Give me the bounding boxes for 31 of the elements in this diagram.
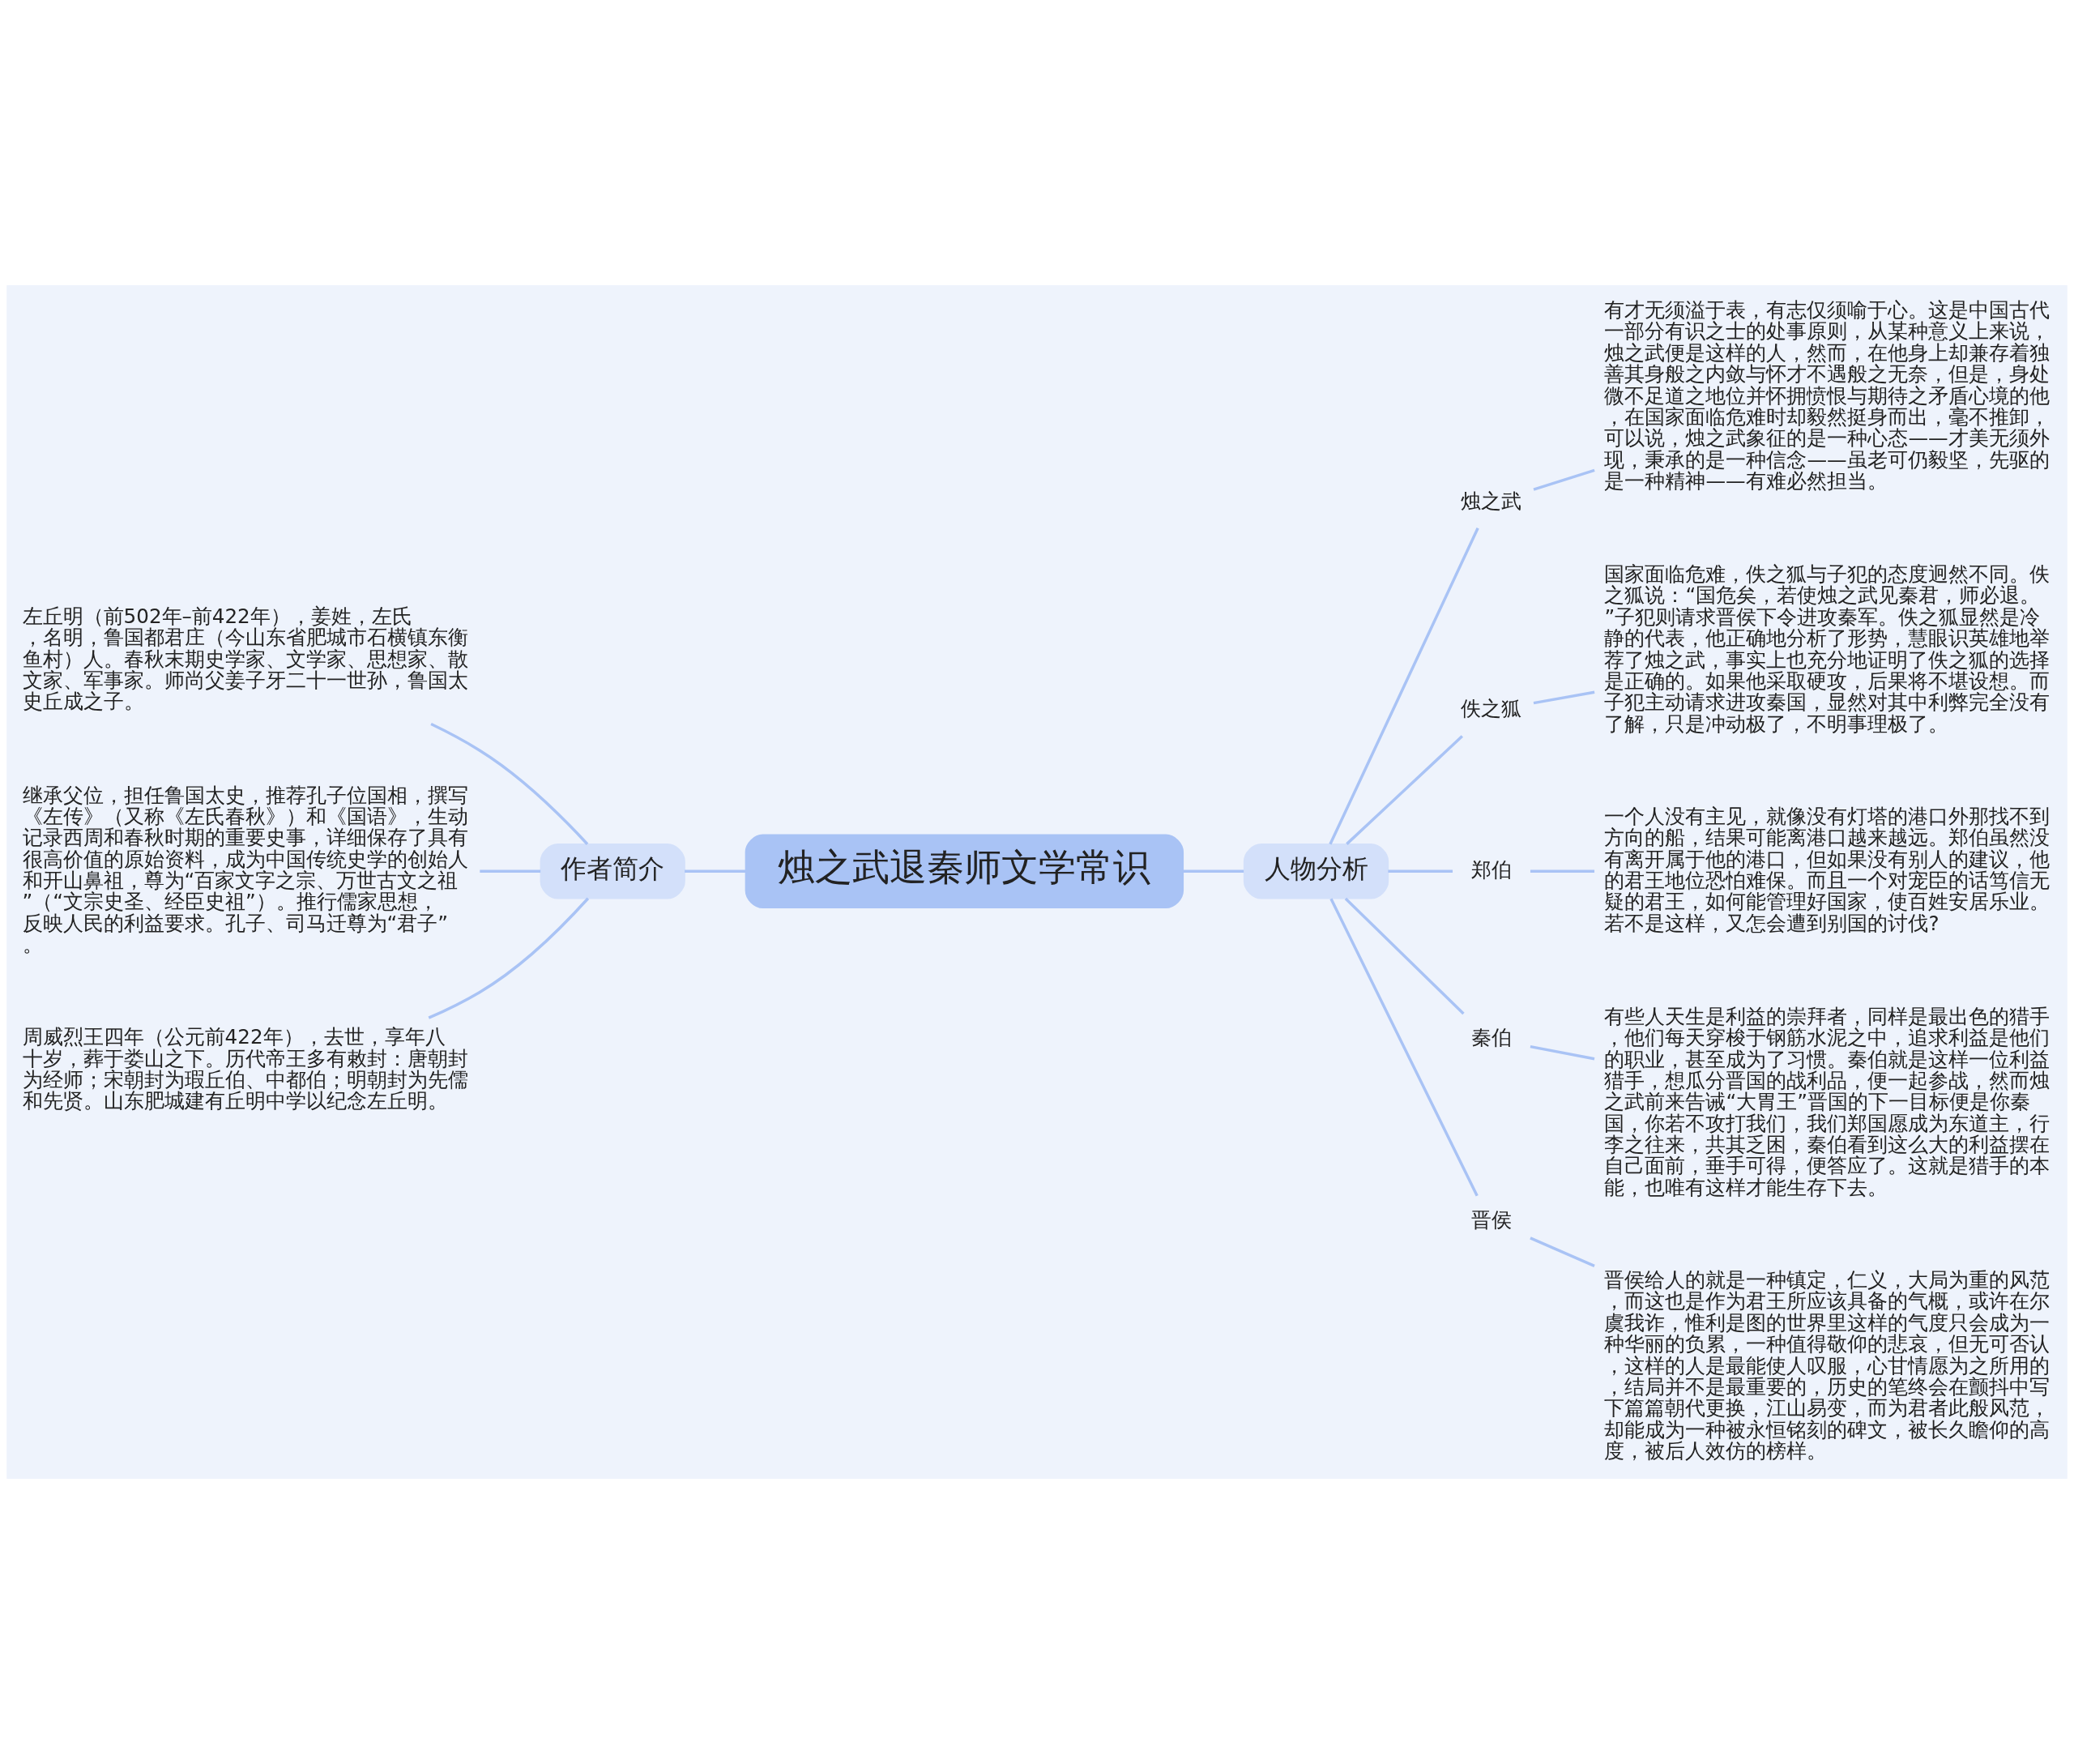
node-text: 郑伯	[1470, 857, 1512, 882]
connector	[428, 897, 590, 1019]
connector	[1533, 468, 1595, 491]
connector	[480, 869, 541, 873]
node-box: 烛之武退秦师文学常识	[745, 834, 1184, 909]
connector	[1533, 690, 1595, 705]
connector	[1329, 527, 1479, 845]
connector	[1344, 897, 1465, 1015]
connector	[1530, 1044, 1595, 1061]
node-text: 有些人天生是利益的崇拜者，同样是最出色的猎手，他们每天穿梭于钢筋水泥之中，追求利益是他们的职业，甚至成为了习惯。秦伯就是这样一位利益猎手，想瓜分晋国的战利品，便一起参战，然而烛之武前来告诫“大胃王”晋国的下一目标便是你秦国，你若不攻打我们，我们郑国愿成为东道主，行李之往来，共其乏困，秦伯看到这么大的利益摆在自己面前，垂手可得，便答应了。这就是猎手的本能，也唯有这样才能生存下去。	[1604, 1004, 2051, 1199]
connector	[1346, 735, 1464, 845]
node-text: 秦伯	[1470, 1026, 1512, 1050]
connector	[1329, 898, 1479, 1197]
node-text: 有才无须溢于表，有志仅须喻于心。这是中国古代一部分有识之士的处事原则，从某种意义上来说，烛之武便是这样的人，然而，在他身上却兼存着独善其身般之内敛与怀才不遇般之无奈，但是，身处微不足道之地位并怀拥愤恨与期待之矛盾心境的他，在国家面临危难时却毅然挺身而出，毫不推卸，可以说，烛之武象征的是一种心态——才美无须外现，秉承的是一种信念——虽老可仍毅坚，先驱的是一种精神——有难必然担当。	[1604, 298, 2051, 493]
connector	[685, 869, 746, 873]
connector	[1530, 1237, 1595, 1267]
node-text: 一个人没有主见，就像没有灯塔的港口外那找不到方向的船，结果可能离港口越来越远。郑伯虽然没有离开属于他的港口，但如果没有别人的建议，他的君王地位恐怕难保。而且一个对宠臣的话笃信无疑的君王，如何能管理好国家，使百姓安居乐业。若不是这样，又怎会遭到别国的讨伐?	[1604, 804, 2051, 935]
connector	[430, 722, 589, 845]
connector	[1183, 869, 1244, 873]
node-text: 左丘明（前502年–前422年），姜姓，左氏，名明，鲁国都君庄（今山东省肥城市石横镇东衡鱼村）人。春秋末期史学家、文学家、思想家、散文家、军事家。师尚父姜子牙二十一世孙，鲁国太史丘成之子。	[22, 604, 468, 714]
node-text: 烛之武	[1461, 489, 1522, 513]
node-box: 作者简介	[540, 844, 685, 899]
node-box: 人物分析	[1243, 844, 1389, 899]
connector	[1530, 869, 1595, 873]
node-text: 晋侯	[1470, 1208, 1512, 1232]
node-text: 继承父位，担任鲁国太史，推荐孔子位国相，撰写《左传》（又称《左氏春秋》）和《国语》，生动记录西周和春秋时期的重要史事，详细保存了具有很高价值的原始资料，成为中国传统史学的创始人和开山鼻祖，尊为“百家文字之宗、万世古文之祖”（“文宗史圣、经臣史祖”）。推行儒家思想，反映人民的利益要求。孔子、司马迁尊为“君子”。	[22, 783, 468, 957]
node-text: 晋侯给人的就是一种镇定，仁义，大局为重的风范，而这也是作为君王所应该具备的气概，或许在尔虞我诈，惟利是图的世界里这样的气度只会成为一种华丽的负累，一种值得敬仰的悲哀，但无可否认，这样的人是最能使人叹服，心甘情愿为之所用的，结局并不是最重要的，历史的笔终会在颤抖中写下篇篇朝代更换，江山易变，而为君者此般风范，却能成为一种被永恒铭刻的碑文，被长久瞻仰的高度，被后人效仿的榜样。	[1604, 1268, 2051, 1463]
node-text: 佚之狐	[1461, 697, 1522, 721]
connector	[1388, 869, 1453, 873]
node-text: 国家面临危难，佚之狐与子犯的态度迥然不同。佚之狐说：“国危矣，若使烛之武见秦君，师必退。”子犯则请求晋侯下令进攻秦军。佚之狐显然是冷静的代表，他正确地分析了形势，慧眼识英雄地举荐了烛之武，事实上也充分地证明了佚之狐的选择是正确的。如果他采取硬攻，后果将不堪设想。而子犯主动请求进攻秦国，显然对其中利弊完全没有了解，只是冲动极了，不明事理极了。	[1604, 562, 2051, 736]
node-text: 周威烈王四年（公元前422年），去世，享年八十岁，葬于娄山之下。历代帝王多有敕封：唐朝封为经师；宋朝封为瑕丘伯、中都伯；明朝封为先儒和先贤。山东肥城建有丘明中学以纪念左丘明。	[22, 1025, 468, 1113]
